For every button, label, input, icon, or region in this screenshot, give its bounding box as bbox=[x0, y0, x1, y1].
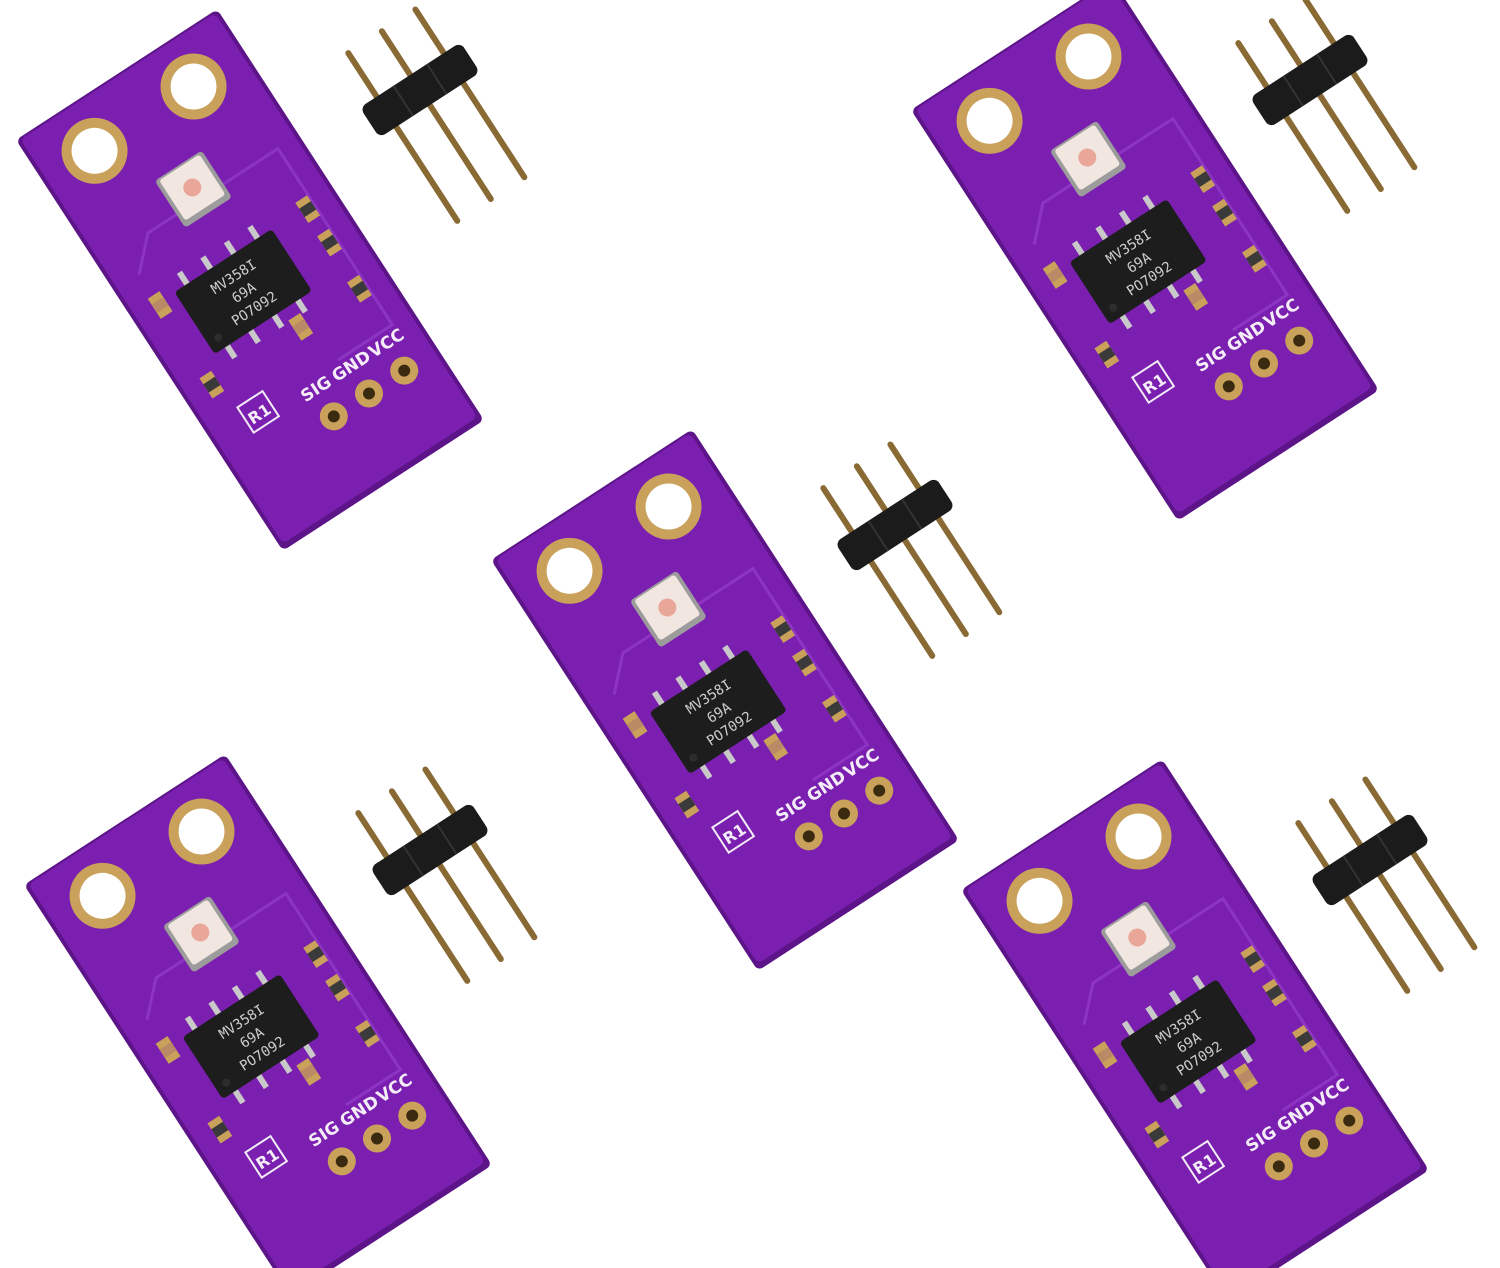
pin-header-3 bbox=[807, 434, 1017, 667]
pin-header-4 bbox=[342, 759, 552, 992]
uv-sensor-module-5: MV358I 69A PO7092 R1 VCC GND SIG bbox=[959, 757, 1431, 1268]
uv-sensor-module-4: MV358I 69A PO7092 R1 VCC GND SIG bbox=[22, 752, 494, 1268]
uv-sensor-module-1: MV358I 69A PO7092 R1 VCC GND SIG bbox=[14, 7, 486, 553]
uv-sensor-module-2: MV358I 69A PO7092 R1 VCC GND SIG bbox=[909, 0, 1381, 523]
uv-sensor-module-3: MV358I 69A PO7092 R1 VCC GND SIG bbox=[489, 427, 961, 973]
pin-header-2 bbox=[1222, 0, 1432, 222]
pin-header-1 bbox=[332, 0, 542, 232]
pin-header-5 bbox=[1282, 769, 1492, 1002]
